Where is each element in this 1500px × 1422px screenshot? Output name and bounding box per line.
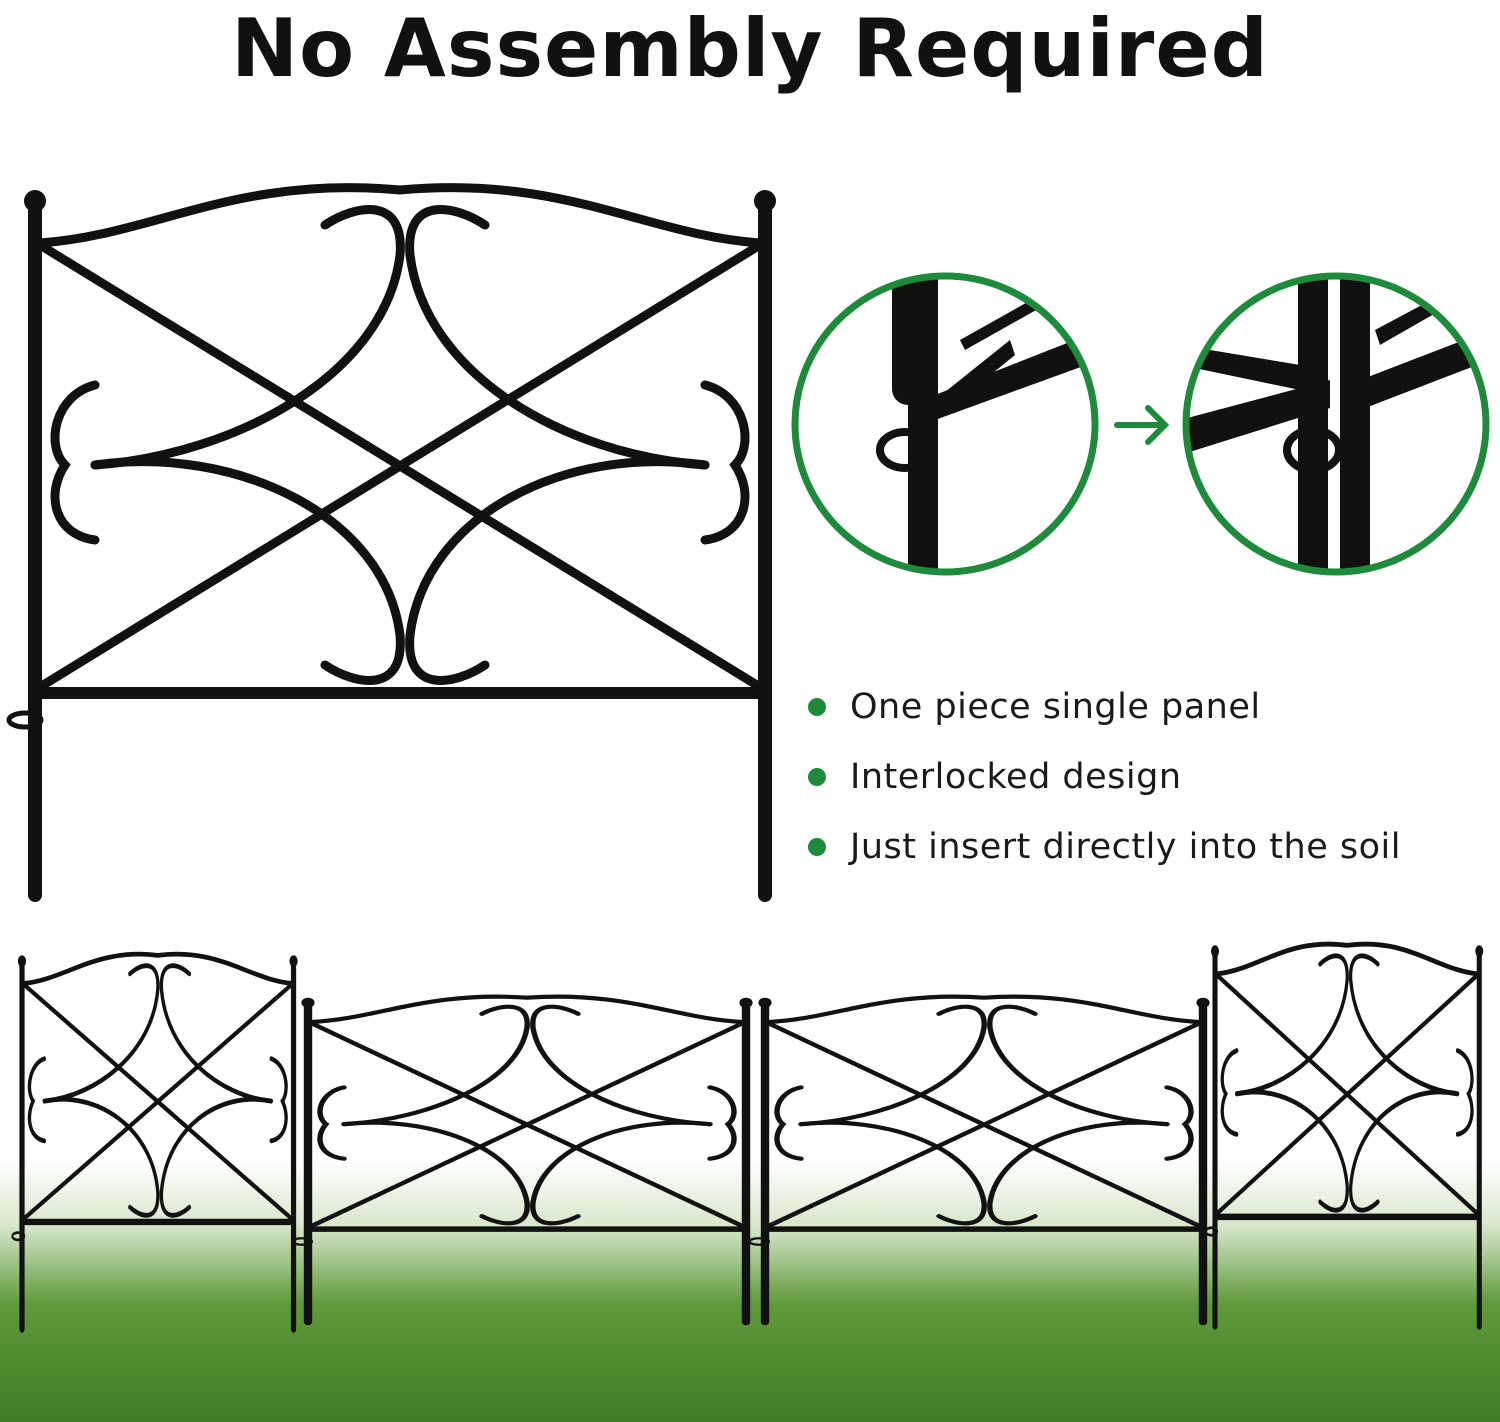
headline: No Assembly Required <box>231 2 1269 95</box>
bullet-dot-icon <box>808 838 826 856</box>
bullet-dot-icon <box>808 698 826 716</box>
fence-panel-1 <box>12 954 297 1329</box>
detail-before-circle <box>791 272 1099 576</box>
single-fence-panel <box>9 188 776 895</box>
bullet-dot-icon <box>808 768 826 786</box>
arrow-right-icon <box>1114 405 1170 445</box>
feature-list: One piece single panel Interlocked desig… <box>808 672 1401 882</box>
feature-item: Interlocked design <box>808 742 1401 812</box>
feature-item: Just insert directly into the soil <box>808 812 1401 882</box>
feature-item: One piece single panel <box>808 672 1401 742</box>
fence-panel-2 <box>292 997 752 1322</box>
fence-panel-4 <box>1206 944 1484 1326</box>
detail-after-circle <box>1182 272 1490 576</box>
fence-panel-3 <box>749 997 1209 1322</box>
